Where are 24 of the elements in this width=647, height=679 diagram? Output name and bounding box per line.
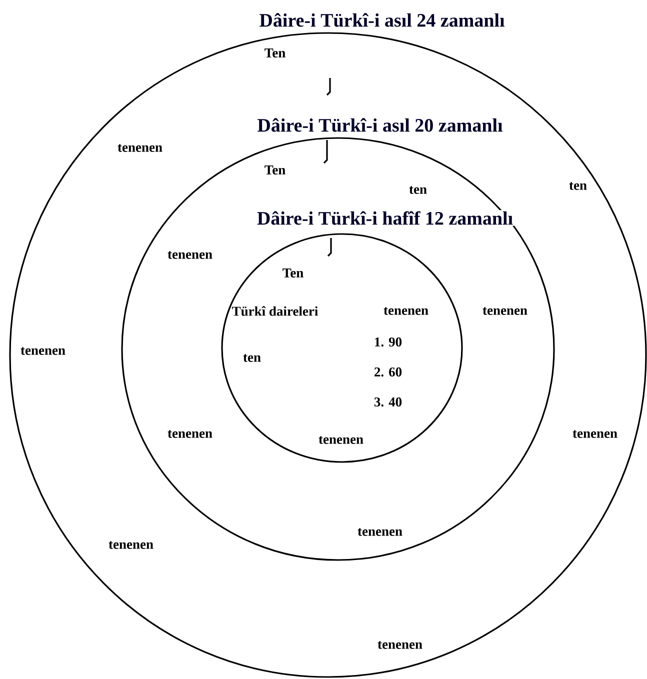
ring-label: Ten: [264, 165, 286, 175]
ring-label: Türkî daireleri: [231, 306, 319, 316]
ring-label: tenenen: [482, 306, 528, 316]
ring-label: Ten: [264, 48, 286, 58]
ring-label: tenenen: [377, 640, 423, 650]
ring-label: tenenen: [572, 430, 618, 438]
ring-label: tenenen: [117, 144, 163, 152]
circle-heading: Dâire-i Türkî-i asıl 24 zamanlı: [258, 12, 506, 28]
ring-label: tenenen: [20, 346, 66, 356]
circle-heading: Dâire-i Türkî-i asıl 20 zamanlı: [256, 117, 504, 133]
ring-circle: [9, 32, 647, 678]
ring-label: 3. 40: [373, 396, 403, 408]
ring-label: ten: [408, 186, 428, 194]
ring-label: ten: [568, 182, 588, 190]
ring-label: Ten: [282, 268, 304, 278]
ring-label: 1. 90: [373, 336, 403, 348]
circle-heading: Dâire-i Türkî-i hafîf 12 zamanlı: [256, 210, 514, 226]
ring-label: tenenen: [357, 528, 403, 536]
ring-label: tenenen: [108, 540, 154, 550]
ring-circle: [221, 233, 463, 463]
ring-label: 2. 60: [373, 366, 403, 378]
ring-label: tenenen: [383, 306, 429, 316]
ring-label: tenenen: [318, 436, 364, 444]
ring-label: ten: [242, 354, 262, 362]
